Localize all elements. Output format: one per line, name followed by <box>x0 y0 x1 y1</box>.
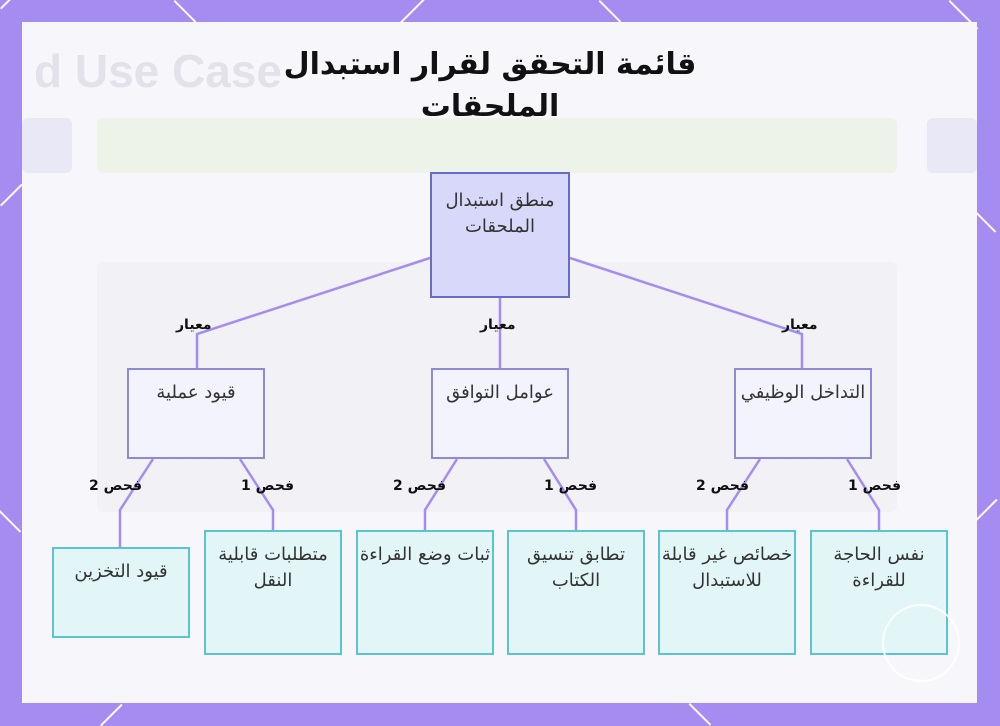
connector <box>118 458 155 547</box>
root-node: منطق استبدال الملحقات <box>430 172 570 298</box>
background-ghost <box>22 118 72 173</box>
connector <box>195 256 431 368</box>
edge-label: فحص 1 <box>544 478 597 494</box>
check-node: قيود التخزين <box>52 547 190 638</box>
edge-label: فحص 1 <box>241 478 294 494</box>
connector <box>238 458 275 530</box>
connector <box>542 458 578 530</box>
edge-label: فحص 1 <box>848 478 901 494</box>
background-text: d Use Case <box>34 45 283 97</box>
connector <box>423 458 459 530</box>
edge-label: معيار <box>176 317 212 333</box>
diagram-card: d Use Case منطق استبدال الملحقات معيار م… <box>22 22 977 703</box>
connector <box>569 256 804 368</box>
frame-stripe <box>100 703 123 726</box>
check-node: ثبات وضع القراءة <box>356 530 494 655</box>
frame-stripe <box>0 0 58 10</box>
edge-label: فحص 2 <box>696 478 749 494</box>
frame-stripe <box>975 498 998 522</box>
watermark-logo <box>882 604 960 682</box>
diagram-title: قائمة التحقق لقرار استبدال الملحقات <box>283 47 697 124</box>
branch-node: عوامل التوافق <box>431 368 569 459</box>
edge-label: فحص 2 <box>393 478 446 494</box>
background-ghost <box>97 118 897 173</box>
branch-node: التداخل الوظيفي <box>734 368 872 459</box>
frame-stripe <box>598 0 622 23</box>
check-node: متطلبات قابلية النقل <box>204 530 342 655</box>
edge-label: معيار <box>480 317 516 333</box>
check-node: تطابق تنسيق الكتاب <box>507 530 645 655</box>
frame-stripe <box>173 0 197 23</box>
frame-stripe <box>400 0 430 24</box>
frame-stripe <box>688 703 712 726</box>
frame-stripe <box>0 510 22 533</box>
branch-node: قيود عملية <box>127 368 265 459</box>
connector <box>845 458 881 530</box>
connector <box>725 458 762 530</box>
edge-label: فحص 2 <box>89 478 142 494</box>
background-ghost <box>927 118 977 173</box>
connector-lines <box>118 256 881 547</box>
frame-stripe <box>0 183 23 207</box>
check-node: خصائص غير قابلة للاستبدال <box>658 530 796 655</box>
edge-label: معيار <box>782 317 818 333</box>
